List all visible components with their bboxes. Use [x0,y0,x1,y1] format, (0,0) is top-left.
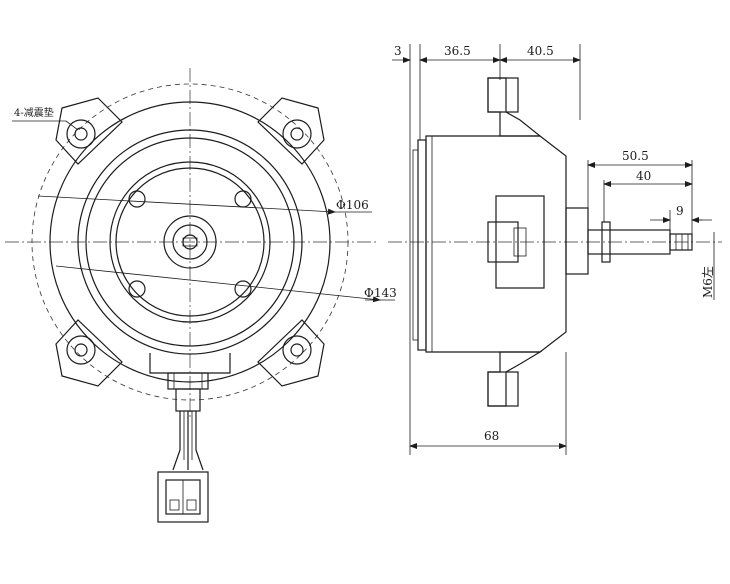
bearing-housing [495,195,545,289]
end-cap-inner-circle [115,167,265,317]
top-bracket-pad [487,77,519,113]
bearing-inner [513,227,527,257]
hub-circle [163,215,217,269]
shaft-flat [182,237,198,247]
damper-pad [66,335,96,365]
rear-plate-lip [412,149,419,341]
rear-plate [417,139,427,351]
mount-ear [55,319,123,387]
front-boss [565,207,589,275]
bolt-hole [234,190,252,208]
bolt-hole [128,190,146,208]
dim-rear-label: 40.5 [527,44,554,58]
dim-front-label: 36.5 [444,44,471,58]
bolt-hole [234,280,252,298]
mount-note-label: 4-减震垫 [14,106,54,119]
hub-inner-circle [172,224,208,260]
dim-shaft-total-label: 50.5 [622,149,649,163]
mount-ear [55,97,123,165]
cable-assembly [149,353,231,471]
thread-label: M6左 [700,266,715,298]
damper-pad [282,335,312,365]
bearing-boss [487,221,519,263]
dim-flange-label: 3 [394,44,402,58]
dim-shaft-tip-label: 9 [676,204,684,218]
mount-ear [257,97,325,165]
reference-circle [31,83,349,401]
damper-pad [282,119,312,149]
dim-body-label: 68 [484,429,499,443]
side-view [388,44,722,455]
mount-note-leader [65,120,79,131]
bottom-bracket-pad [487,371,519,407]
shaft-thread [669,233,693,251]
bolt-hole [128,280,146,298]
housing-inner-circle [85,137,295,347]
wire-connector [157,471,209,523]
front-view [5,68,395,523]
top-bracket [487,77,542,137]
dia-outer-label: Φ143 [364,286,397,300]
bottom-bracket [487,351,543,407]
dia-inner-label: Φ106 [336,198,369,212]
end-cap-circle [109,161,271,323]
shaft-collar [601,221,611,263]
mount-ear [257,319,325,387]
dim-shaft-mid-label: 40 [636,169,651,183]
housing-outer-circle [49,101,331,383]
damper-pad [66,119,96,149]
housing-circle [77,129,303,355]
dia-outer-leader [55,265,381,303]
dia-inner-leader [37,195,336,215]
